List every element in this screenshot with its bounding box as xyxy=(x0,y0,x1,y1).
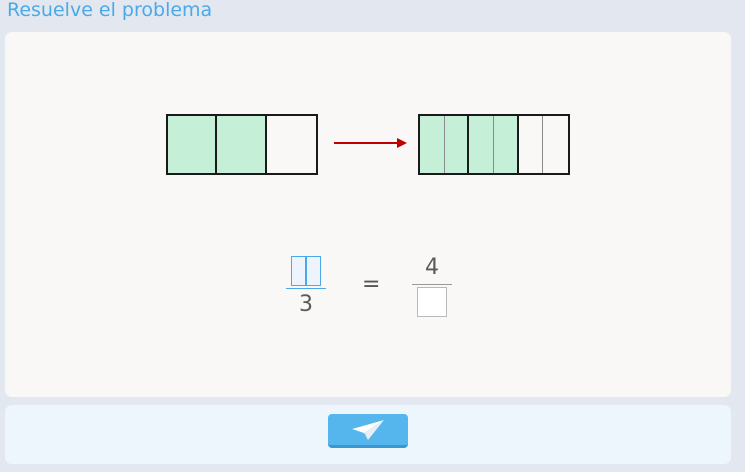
bar-cell-shaded xyxy=(494,116,519,173)
bar-cell-shaded xyxy=(444,116,470,173)
right-fraction: 4 xyxy=(412,254,452,317)
left-denominator: 3 xyxy=(299,292,313,317)
fraction-bar-thirds xyxy=(166,114,318,175)
footer-bar xyxy=(5,405,731,464)
equals-sign: = xyxy=(362,272,381,297)
bar-cell-shaded xyxy=(217,116,267,173)
bar-cell-empty xyxy=(543,116,568,173)
paper-plane-icon xyxy=(352,419,384,440)
numerator-digit-slot[interactable] xyxy=(307,257,320,285)
right-arrow-icon xyxy=(334,138,407,148)
bar-cell-shaded xyxy=(420,116,445,173)
fraction-line xyxy=(412,284,452,285)
denominator-input-box[interactable] xyxy=(417,287,447,317)
bar-cell-empty xyxy=(267,116,316,173)
page-title: Resuelve el problema xyxy=(7,0,213,21)
right-numerator: 4 xyxy=(425,255,439,280)
left-fraction: 3 xyxy=(286,254,326,319)
fraction-line xyxy=(286,288,326,289)
send-button[interactable] xyxy=(328,414,408,448)
problem-card: 3 = 4 xyxy=(5,32,731,397)
bar-cell-shaded xyxy=(469,116,495,173)
bar-cell-empty xyxy=(519,116,544,173)
fraction-bar-sixths xyxy=(418,114,570,175)
numerator-digit-slot[interactable] xyxy=(292,257,307,285)
bar-cell-shaded xyxy=(168,116,218,173)
numerator-input-box[interactable] xyxy=(291,256,321,286)
